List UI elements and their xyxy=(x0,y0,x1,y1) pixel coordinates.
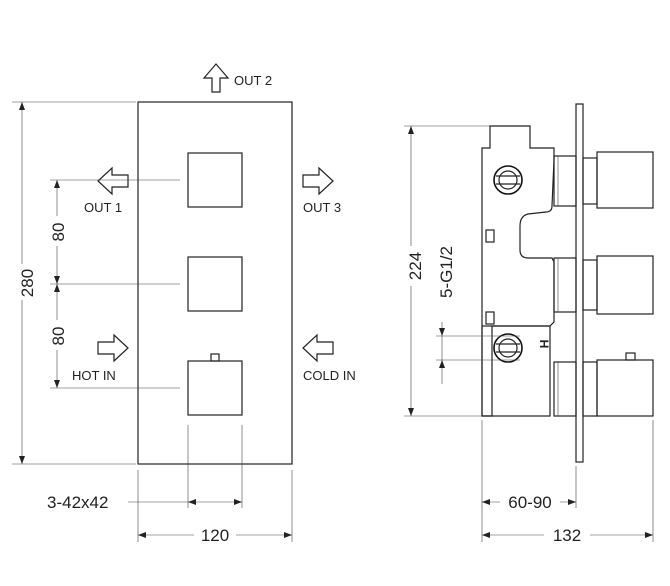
front-view: OUT 2 OUT 1 OUT 3 HOT IN COLD IN 280 80 … xyxy=(12,63,356,546)
handle-bottom xyxy=(596,359,654,417)
knob-bottom-notch xyxy=(210,353,220,362)
h-mark: H xyxy=(537,340,551,349)
knob-bottom xyxy=(187,360,243,416)
arrow-up-icon xyxy=(202,63,230,93)
dim-spacing-bottom: 80 xyxy=(49,327,68,346)
port-cap-top xyxy=(493,165,523,195)
label-cold-in: COLD IN xyxy=(303,368,356,383)
arrow-left-icon xyxy=(97,166,129,196)
handle-middle xyxy=(596,255,654,315)
dim-depth-range: 60-90 xyxy=(508,493,551,512)
label-out1: OUT 1 xyxy=(84,200,122,215)
side-view: H 224 xyxy=(402,103,654,546)
stub-pin-top xyxy=(485,229,495,243)
port-cap-bottom xyxy=(493,333,523,363)
label-out2: OUT 2 xyxy=(234,73,272,88)
arrow-right-icon xyxy=(302,166,334,196)
dim-port-thread: 5-G1/2 xyxy=(437,246,456,298)
stub-pin-bottom xyxy=(485,311,495,325)
label-hot-in: HOT IN xyxy=(72,368,116,383)
arrow-left-cold-icon xyxy=(302,333,334,363)
handle-top xyxy=(596,151,654,209)
valve-lower-block xyxy=(481,325,551,417)
dim-knob-size: 3-42x42 xyxy=(47,493,108,512)
dim-spacing-top: 80 xyxy=(49,223,68,242)
plate-edge xyxy=(575,103,584,463)
label-out3: OUT 3 xyxy=(303,200,341,215)
dim-total-height: 280 xyxy=(18,269,37,297)
knob-top xyxy=(187,152,243,208)
dim-plate-width: 120 xyxy=(201,526,229,545)
handle-bottom-notch xyxy=(625,352,636,361)
arrow-right-hot-icon xyxy=(97,333,129,363)
dim-total-depth: 132 xyxy=(553,526,581,545)
cover-plate xyxy=(137,101,293,465)
dim-body-height: 224 xyxy=(406,252,425,280)
knob-middle xyxy=(187,256,243,312)
